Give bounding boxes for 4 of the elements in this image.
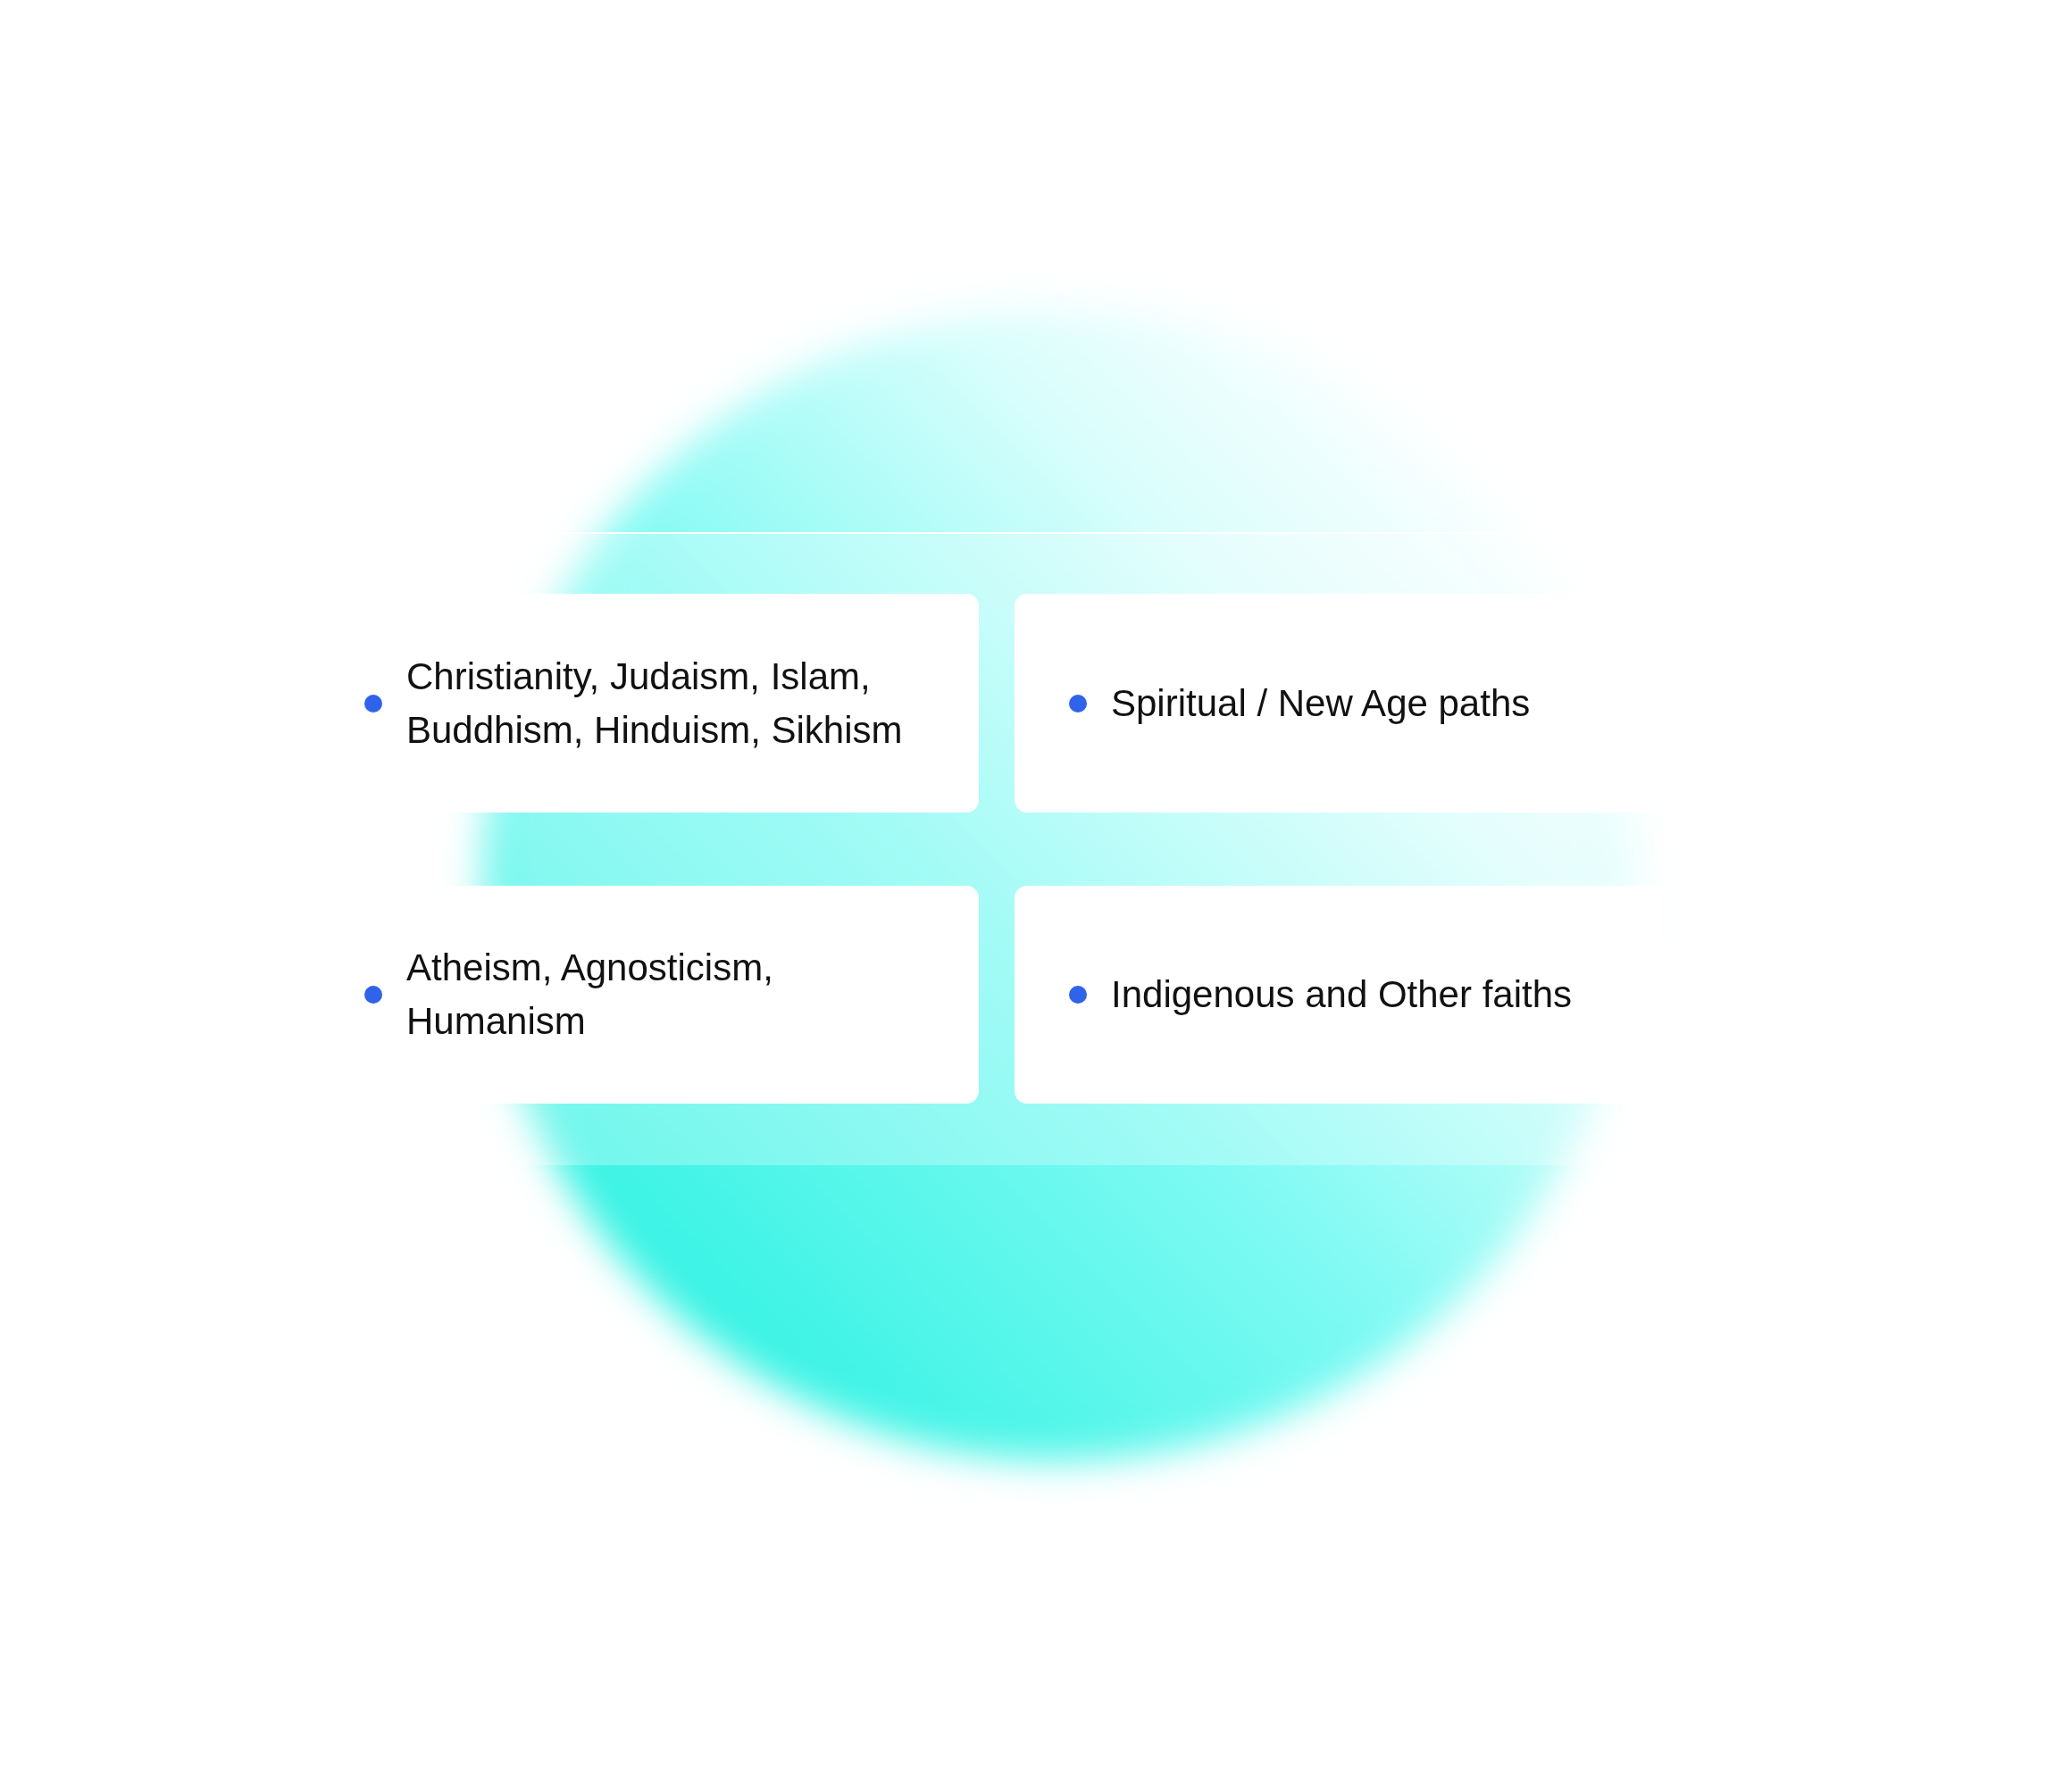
card-text: Spiritual / New Age paths (1111, 680, 1531, 726)
card-text: Christianity, Judaism, Islam, Buddhism, Hinduism, Sikhism (406, 654, 904, 753)
card-text: Indigenous and Other faiths (1111, 972, 1573, 1017)
card-text: Atheism, Agnosticism, Humanism (406, 946, 774, 1044)
